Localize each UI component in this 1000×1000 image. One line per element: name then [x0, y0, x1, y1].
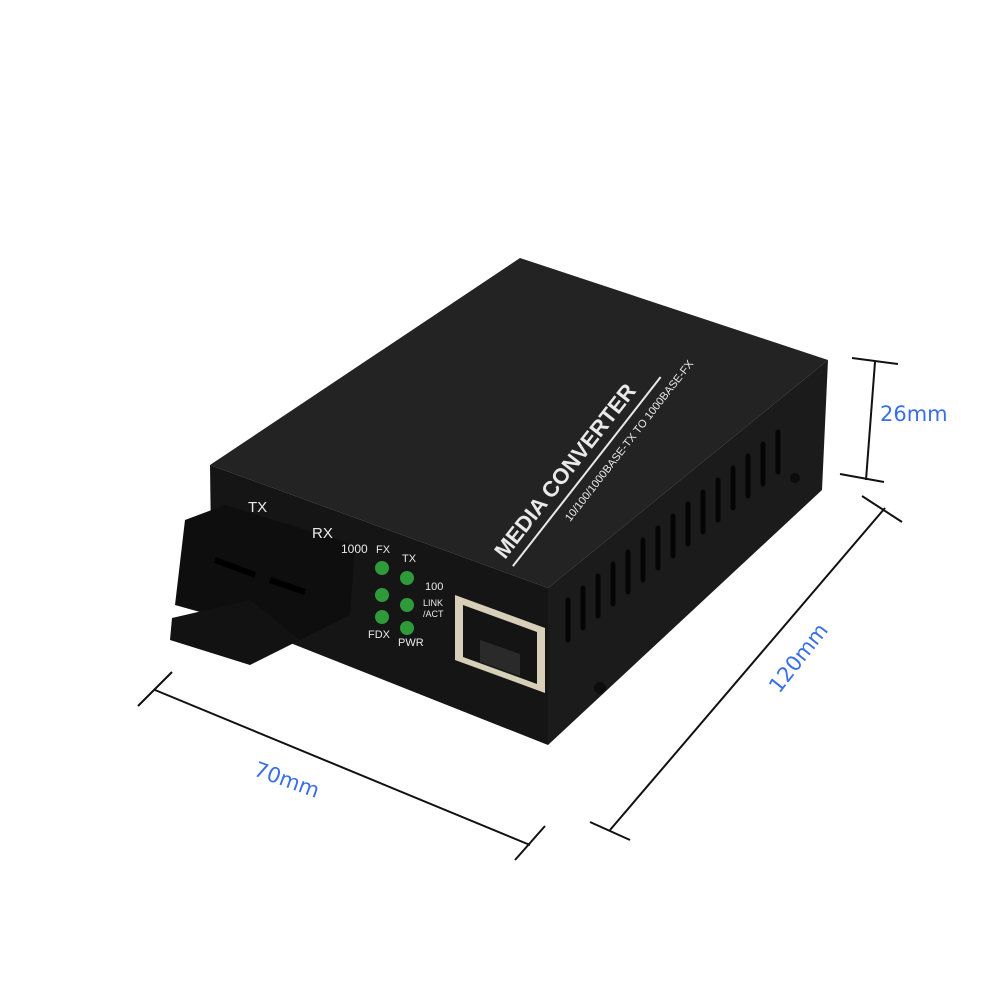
device-top-face — [210, 258, 828, 588]
side-vents — [565, 429, 781, 643]
speed-100-label: 100 — [425, 581, 443, 593]
pwr-label: PWR — [398, 637, 424, 649]
link-act-label: /ACT — [423, 609, 444, 619]
tx-port-label: TX — [248, 499, 267, 516]
dimension-lines — [137, 357, 903, 861]
rx-port-label: RX — [312, 525, 333, 542]
screw — [594, 682, 606, 694]
screw — [790, 473, 800, 483]
status-leds — [375, 561, 414, 635]
height-dimension-label: 26mm — [880, 402, 948, 426]
link-act-label: LINK — [423, 598, 443, 608]
rj45-port — [455, 595, 545, 693]
device-side-face — [548, 360, 828, 745]
sc-fiber-connector — [170, 505, 355, 665]
tx-led-label: TX — [402, 553, 417, 565]
fdx-label: FDX — [368, 629, 391, 641]
fx-label: FX — [376, 544, 391, 556]
speed-1000-label: 1000 — [341, 542, 368, 556]
